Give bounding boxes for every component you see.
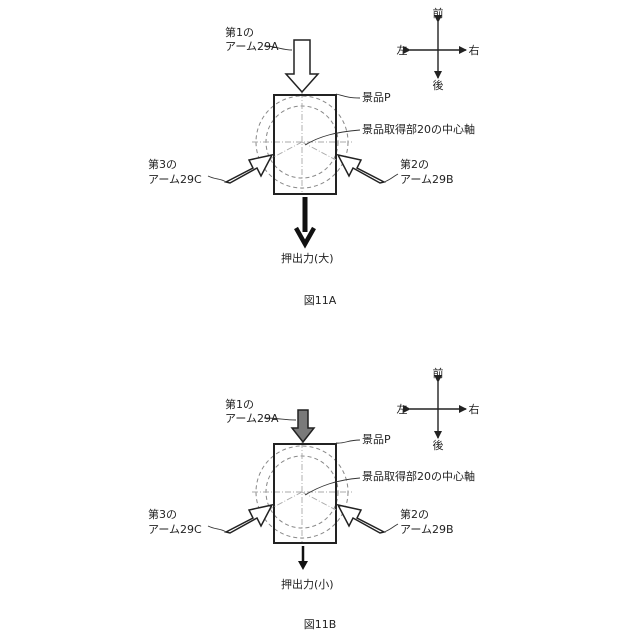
- figure-11b: 前 後 左 右 第1の アーム29A 景品P 景品取得部20の中心軸: [148, 366, 480, 631]
- compass-right-label: 右: [469, 43, 480, 57]
- compass-back-label: 後: [433, 438, 444, 452]
- arm-29c-label-line1: 第3の: [148, 157, 177, 171]
- push-force-label: 押出力(小): [281, 577, 334, 591]
- direction-compass: 前 後 左 右: [397, 6, 480, 92]
- center-axis-label: 景品取得部20の中心軸: [362, 122, 475, 136]
- arm-29b-arrow: [338, 505, 384, 533]
- figure-caption-11b: 図11B: [304, 618, 337, 631]
- arm-29a-label-line1: 第1の: [225, 25, 254, 39]
- arm-29c-label-line2: アーム29C: [148, 173, 202, 186]
- prize-leader: [336, 94, 360, 98]
- arm-29c-label-line1: 第3の: [148, 507, 177, 521]
- compass-left-label: 左: [397, 403, 408, 416]
- arm-29b-label-line1: 第2の: [400, 507, 429, 521]
- arm-29a-label-line2: アーム29A: [225, 40, 279, 53]
- arm-29c-label-line2: アーム29C: [148, 523, 202, 536]
- arm-29b-leader: [384, 524, 398, 532]
- compass-front-label: 前: [433, 366, 444, 380]
- arm-29c-leader: [208, 526, 226, 532]
- arm-29b-leader: [384, 174, 398, 182]
- figure-11a: 前 後 左 右 第1の アーム29A: [148, 6, 480, 307]
- arm-29b-label-line2: アーム29B: [400, 523, 454, 536]
- push-force-arrow-large: [296, 197, 314, 244]
- push-force-arrow-small: [298, 546, 308, 570]
- arm-29c-arrow: [226, 155, 272, 183]
- arm-29b-label-line1: 第2の: [400, 157, 429, 171]
- compass-front-label: 前: [433, 6, 444, 20]
- center-axis-label: 景品取得部20の中心軸: [362, 469, 475, 483]
- arm-29a-label-line1: 第1の: [225, 397, 254, 411]
- arm-29c-leader: [208, 176, 226, 182]
- prize-label: 景品P: [362, 91, 391, 104]
- compass-right-label: 右: [469, 402, 480, 416]
- arm-29a-arrow: [292, 410, 314, 442]
- compass-back-label: 後: [433, 78, 444, 92]
- arm-29c-arrow: [226, 505, 272, 533]
- figure-caption-11a: 図11A: [304, 294, 337, 307]
- compass-left-label: 左: [397, 44, 408, 57]
- direction-compass: 前 後 左 右: [397, 366, 480, 452]
- arm-29b-label-line2: アーム29B: [400, 173, 454, 186]
- arm-29a-arrow: [286, 40, 318, 92]
- push-force-label: 押出力(大): [281, 251, 334, 265]
- arm-29b-arrow: [338, 155, 384, 183]
- prize-leader: [336, 440, 360, 443]
- prize-label: 景品P: [362, 433, 391, 446]
- arm-29a-label-line2: アーム29A: [225, 412, 279, 425]
